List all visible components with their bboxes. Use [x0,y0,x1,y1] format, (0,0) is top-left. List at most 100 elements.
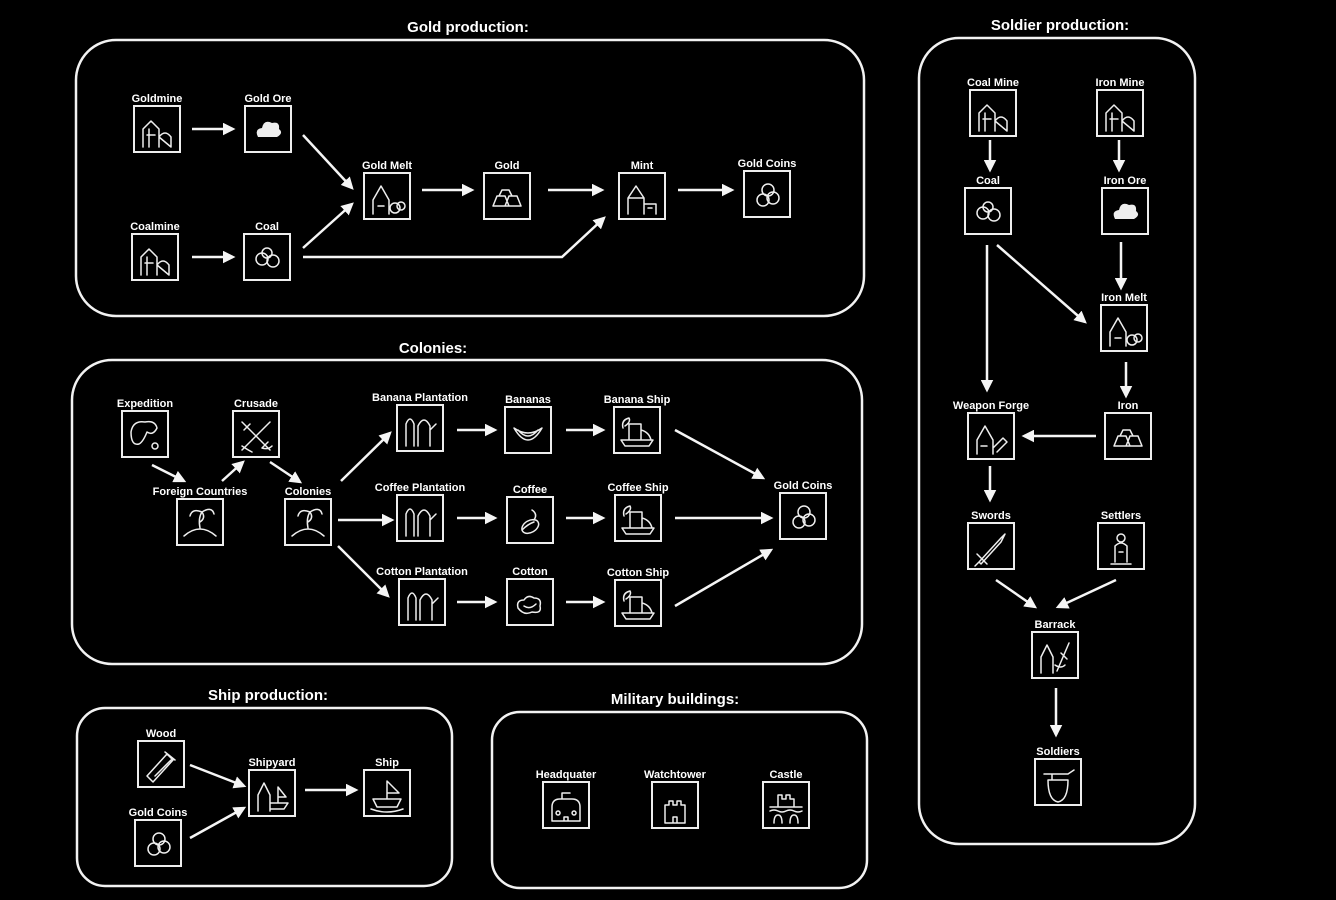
crossed-swords-icon [241,421,273,453]
node-ironore: Iron Ore [1101,175,1149,235]
headquarters-icon [551,792,581,822]
node-label: Goldmine [132,93,183,105]
arrow-wood-to-shipyard [189,763,247,789]
node-forge: Weapon Forge [953,400,1029,460]
arrow-swords-to-barrack [995,578,1038,609]
node-shipyard: Shipyard [248,757,296,817]
banana-icon [513,427,543,441]
node-frame [244,105,292,153]
node-goldmine: Goldmine [132,93,183,153]
settler-icon [1110,533,1132,565]
smelter-icon [1109,317,1143,347]
node-label: Gold Coins [738,158,797,170]
node-label: Gold [494,160,519,172]
panel-title: Ship production: [208,687,328,704]
node-label: Coffee Ship [607,482,668,494]
node-label: Iron Melt [1101,292,1147,304]
cotton-icon [516,595,542,615]
map-icon [130,420,159,450]
node-label: Coffee [513,484,547,496]
cargo-ship-icon [621,590,655,620]
node-frame [542,781,590,829]
node-frame [248,769,296,817]
panel-colonies: Colonies: [70,340,864,666]
node-label: Castle [769,769,802,781]
arrow-goldore-to-goldmelt [302,134,354,190]
panel-border [70,358,864,666]
node-bananaship: Banana Ship [604,394,671,454]
node-label: Soldiers [1036,746,1079,758]
node-label: Iron Ore [1104,175,1147,187]
arrow-colonies-to-bananaplant [340,431,392,482]
node-hq: Headquater [536,769,597,829]
node-frame [506,496,554,544]
node-frame [176,498,224,546]
node-soldiers: Soldiers [1034,746,1082,806]
mine-icon [142,120,172,148]
node-frame [1097,522,1145,570]
node-cottonship: Cotton Ship [607,567,670,627]
node-frame [762,781,810,829]
node-frame [614,579,662,627]
node-label: Gold Melt [362,160,412,172]
coal-icon [976,201,1001,222]
ore-icon [1113,203,1139,219]
node-coalmine2: Coal Mine [967,77,1019,137]
arrow-goldcoins3-to-shipyard [189,806,247,840]
arrow-coal-to-mint [303,216,606,259]
node-frame [1031,631,1079,679]
node-frame [504,406,552,454]
coal-icon [255,247,280,268]
node-frame [1101,187,1149,235]
node-shipitem: Ship [363,757,411,817]
node-label: Cotton Ship [607,567,670,579]
panel-title: Soldier production: [991,17,1129,34]
arrow-settlers-to-barrack [1055,578,1117,609]
node-iron: Iron [1104,400,1152,460]
node-settlers: Settlers [1097,510,1145,570]
node-label: Coal [255,221,279,233]
wood-icon [146,751,176,783]
node-frame [363,769,411,817]
node-frame [363,172,411,220]
node-castle: Castle [762,769,810,829]
node-label: Coalmine [130,221,180,233]
node-frame [967,522,1015,570]
smelter-icon [372,185,406,215]
panel-ship: Ship production: [75,687,454,888]
node-wood: Wood [137,728,185,788]
node-frame [232,410,280,458]
island-icon [183,508,217,537]
node-label: Crusade [234,398,278,410]
node-frame [969,89,1017,137]
ore-icon [256,121,282,137]
node-label: Coal Mine [967,77,1019,89]
node-goldcoins3: Gold Coins [129,807,187,867]
arrow-colonies-to-cottonplant [337,545,390,598]
panel-border [74,38,866,318]
node-frame [1104,412,1152,460]
node-label: Gold Coins [774,480,833,492]
node-cotton: Cotton [506,566,554,626]
plantation-icon [405,418,437,447]
node-frame [137,740,185,788]
node-label: Iron Mine [1096,77,1145,89]
building-icon [627,185,657,215]
node-coffeeplant: Coffee Plantation [375,482,466,542]
node-frame [398,578,446,626]
node-goldcoins2: Gold Coins [774,480,833,540]
panel-title: Colonies: [399,340,467,357]
node-frame [613,406,661,454]
node-coalmine: Coalmine [130,221,180,281]
node-frame [618,172,666,220]
node-watchtower: Watchtower [644,769,707,829]
node-frame [243,233,291,281]
mine-icon [140,248,170,276]
helmet-icon [1043,769,1075,803]
node-label: Mint [631,160,654,172]
node-mint: Mint [618,160,666,220]
node-crusade: Crusade [232,398,280,458]
node-frame [396,404,444,452]
node-label: Swords [971,510,1011,522]
panel-title: Gold production: [407,19,529,36]
